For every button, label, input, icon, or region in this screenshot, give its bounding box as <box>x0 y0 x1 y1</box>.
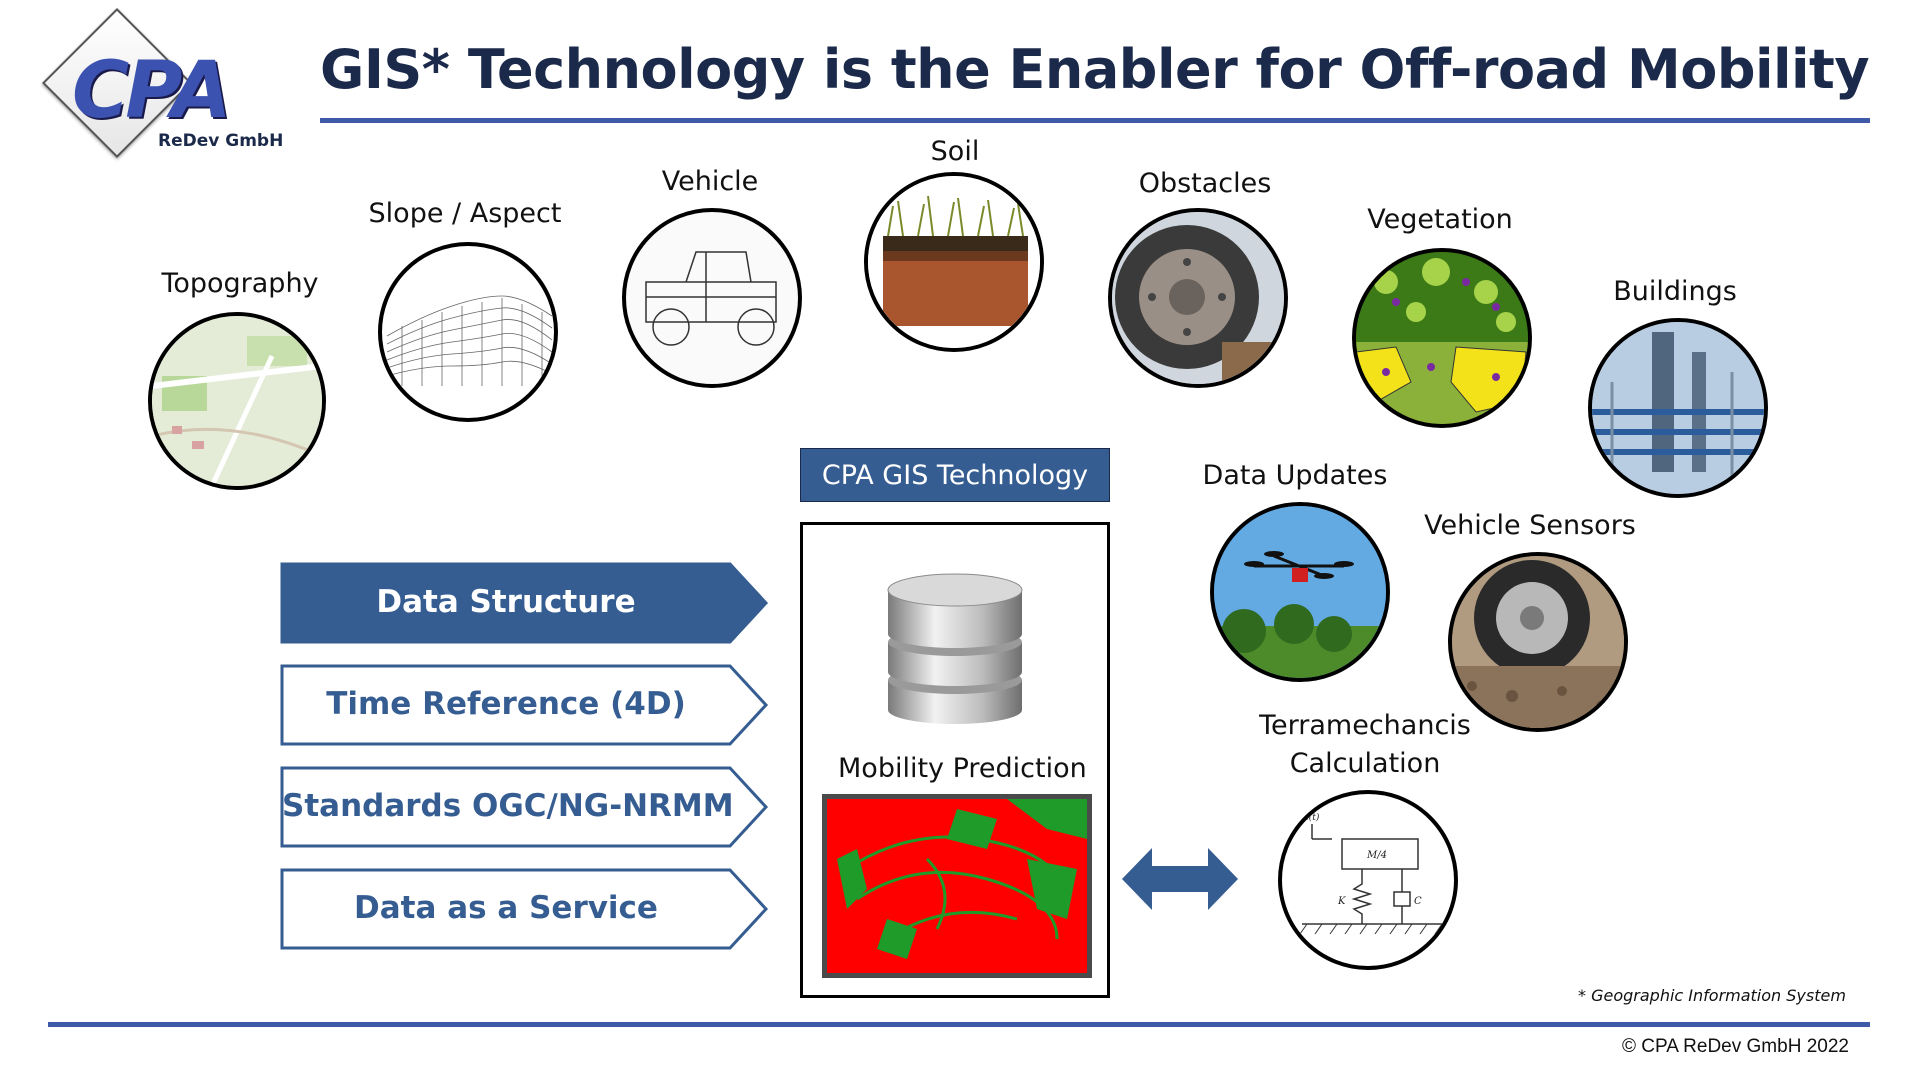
arrow-shape-standards <box>280 766 769 848</box>
label-vehicle-sensors: Vehicle Sensors <box>1424 510 1636 541</box>
model-mass-label: M/4 <box>1366 850 1387 861</box>
database-icon <box>887 573 1023 724</box>
arrow-shape-data-structure <box>280 562 769 644</box>
mobility-prediction-map <box>822 794 1092 978</box>
wheel-sensor-image <box>1448 552 1628 732</box>
vegetation-map-image <box>1352 248 1532 428</box>
footnote: * Geographic Information System <box>1578 986 1846 1005</box>
wireframe-terrain-image <box>378 242 558 422</box>
arrow-shape-time-reference <box>280 664 769 746</box>
drone-image <box>1210 502 1390 682</box>
label-obstacles: Obstacles <box>1138 168 1272 199</box>
label-buildings: Buildings <box>1613 276 1737 307</box>
copyright: © CPA ReDev GmbH 2022 <box>1622 1036 1849 1057</box>
feature-time-reference[interactable]: Time Reference (4D) <box>326 686 686 722</box>
logo-mark: CPA <box>72 46 232 136</box>
feature-data-structure[interactable]: Data Structure <box>376 584 636 620</box>
logo-company: ReDev GmbH <box>158 131 284 151</box>
arrow-shape-data-service <box>280 868 769 950</box>
label-vehicle: Vehicle <box>661 166 759 197</box>
label-terramechanics-line2: Calculation <box>1289 748 1441 779</box>
feature-standards[interactable]: Standards OGC/NG-NRMM <box>282 788 734 824</box>
bidirectional-arrow-icon <box>1122 848 1238 910</box>
soil-cross-section-image <box>864 172 1044 352</box>
label-topography: Topography <box>161 268 319 299</box>
label-soil: Soil <box>930 136 980 167</box>
label-vegetation: Vegetation <box>1367 204 1513 235</box>
vehicle-drawing-image <box>622 208 802 388</box>
gis-technology-header: CPA GIS Technology <box>800 448 1110 502</box>
label-slope-aspect: Slope / Aspect <box>368 198 562 229</box>
wheel-obstacle-image <box>1108 208 1288 388</box>
page-title: GIS* Technology is the Enabler for Off-r… <box>320 38 1870 101</box>
industrial-buildings-image <box>1588 318 1768 498</box>
footer-rule <box>48 1022 1870 1027</box>
topographic-map-image <box>148 312 326 490</box>
quarter-car-model-image: M/4 K C z(t) <box>1278 790 1458 970</box>
gis-technology-box <box>800 522 1110 998</box>
label-terramechanics-line1: Terramechancis <box>1259 710 1471 741</box>
feature-data-as-a-service[interactable]: Data as a Service <box>354 890 658 926</box>
title-rule <box>320 118 1870 123</box>
model-spring-label: K <box>1337 896 1346 907</box>
mobility-prediction-label: Mobility Prediction <box>838 753 1087 784</box>
model-input-label: z(t) <box>1303 812 1320 823</box>
label-data-updates: Data Updates <box>1202 460 1388 491</box>
model-damper-label: C <box>1414 896 1422 907</box>
